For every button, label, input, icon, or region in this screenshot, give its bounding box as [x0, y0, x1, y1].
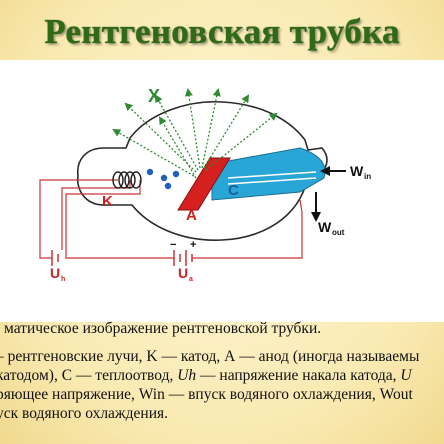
diagram-canvas: X K A C W in W out U h U a − +: [39, 86, 371, 283]
caption-line-2: – рентгеновские лучи, K — катод, А — ано…: [0, 348, 420, 365]
caption-line-5: уск водяного охлаждения.: [0, 405, 169, 422]
x-ray-beams: [112, 88, 278, 179]
wout-label: W: [318, 219, 332, 235]
caption-line-3-part-a: катодом), С — теплоотвод,: [0, 367, 178, 384]
win-sub-label: in: [364, 172, 371, 181]
anode: [177, 157, 231, 211]
caption-uh: Uh: [177, 367, 197, 384]
cathode-filament: [112, 171, 142, 189]
xray-tube-diagram: X K A C W in W out U h U a − +: [0, 60, 444, 322]
uh-sub-label: h: [61, 276, 65, 283]
electron-beam: [146, 168, 180, 190]
electron: [146, 168, 154, 176]
wout-sub-label: out: [332, 228, 345, 237]
heat-sink-label: C: [228, 182, 239, 199]
uh-label: U: [50, 265, 60, 281]
accelerating-voltage-source: [173, 250, 193, 266]
caption-line-4: ряющее напряжение, Win — впуск водяного …: [0, 386, 413, 403]
page-title: Рентгеновская трубка: [44, 12, 400, 51]
caption-u: U: [400, 367, 412, 384]
cathode-label: K: [102, 193, 113, 210]
win-label: W: [350, 163, 364, 179]
x-ray-label: X: [148, 86, 160, 106]
glass-envelope: [76, 101, 328, 241]
caption-line-3-part-b: — напряжение накала катода,: [196, 367, 401, 384]
plus-sign: +: [190, 239, 196, 251]
caption-line-1: матическое изображение рентгеновской тру…: [4, 320, 322, 337]
caption-line-3: катодом), С — теплоотвод, Uh — напряжени…: [0, 367, 412, 386]
electron: [172, 170, 180, 178]
circuit-wires: [39, 179, 303, 259]
anode-label: A: [186, 207, 197, 224]
electron: [160, 174, 168, 182]
minus-sign: −: [170, 239, 176, 251]
electron: [164, 182, 172, 190]
heat-sink: [211, 147, 326, 201]
cathode-heater-source: [51, 250, 59, 266]
ua-label: U: [178, 265, 188, 281]
ua-sub-label: a: [189, 276, 193, 283]
